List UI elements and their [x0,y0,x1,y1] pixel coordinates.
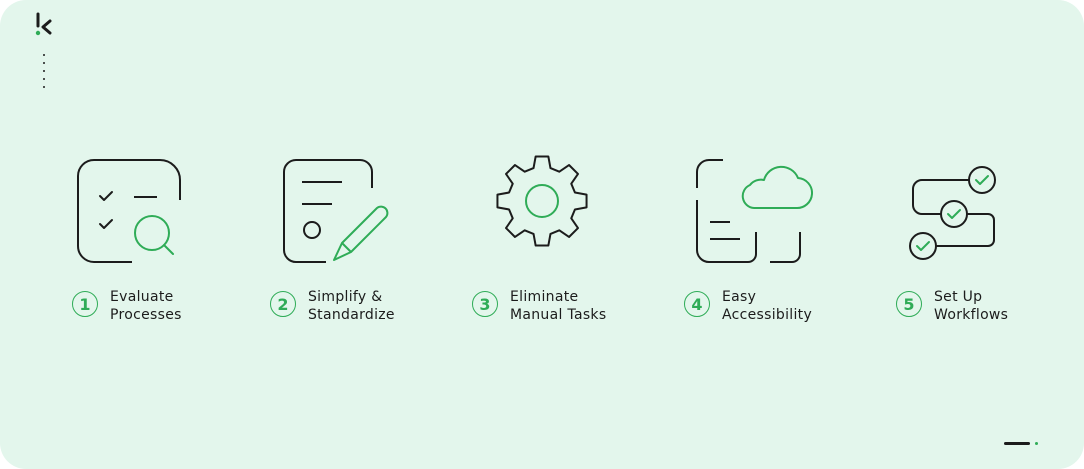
step-title-line1: Easy [722,289,757,305]
step-title-line2: Accessibility [722,307,813,323]
step-number-badge: 5 [896,291,922,317]
step-title-line2: Standardize [308,307,395,323]
step-title-line2: Processes [110,307,182,323]
step-title-line2: Workflows [934,307,1009,323]
step-number-badge: 4 [684,291,710,317]
slide-indicator-dot [1035,442,1038,445]
step-title-line1: Set Up [934,289,983,305]
vertical-dots-decoration [43,54,46,94]
step-title-line1: Evaluate [110,289,174,305]
k-logo-icon[interactable] [34,12,56,38]
step-title-line1: Simplify & [308,289,383,305]
slide-indicator-bar [1004,442,1030,445]
document-pencil-icon [283,159,389,263]
step-title-line1: Eliminate [510,289,579,305]
workflow-icon [909,166,996,260]
step-title-line2: Manual Tasks [510,307,607,323]
step-number-badge: 1 [72,291,98,317]
step-number-badge: 3 [472,291,498,317]
step-number-badge: 2 [270,291,296,317]
gear-icon [496,155,588,247]
cloud-document-icon [696,159,813,263]
checklist-magnifier-icon [77,159,181,263]
